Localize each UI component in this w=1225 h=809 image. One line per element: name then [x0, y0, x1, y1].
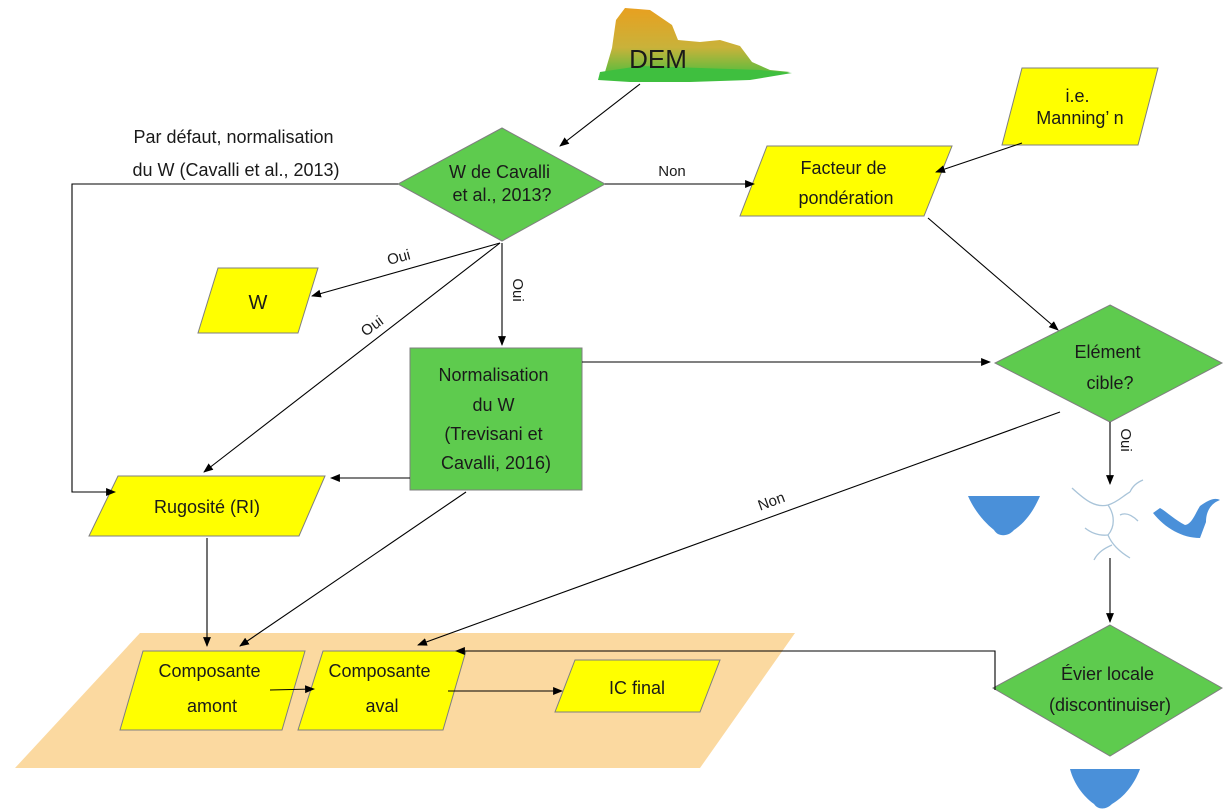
- weighting-line-2: pondération: [798, 188, 893, 208]
- w-label: W: [249, 292, 268, 314]
- downstream-line-2: aval: [365, 696, 398, 716]
- edge-target-to-downstream: [417, 411, 1061, 646]
- sink-lake-icon: [1070, 769, 1140, 809]
- target-line-2: cible?: [1086, 373, 1133, 393]
- edge-label-non-diag: Non: [756, 489, 788, 514]
- manning-line-2: Manning’ n: [1036, 108, 1123, 128]
- w-node: [197, 267, 319, 334]
- normalisation-trevisani-node: [409, 347, 583, 491]
- normalisation-line-3: (Trevisani et: [444, 424, 542, 444]
- manning-node: [1001, 67, 1159, 146]
- downstream-text: Composante aval: [328, 661, 435, 716]
- normalisation-line-1: Normalisation: [438, 365, 548, 385]
- edge-label-oui-down: Oui: [509, 278, 526, 301]
- upstream-text: Composante amont: [158, 661, 265, 716]
- cavalli-decision: [396, 127, 607, 242]
- edge-default-to-roughness: [71, 183, 398, 496]
- edge-label-oui-rough: Oui: [358, 313, 387, 340]
- target-decision-text: Elément cible?: [1074, 342, 1145, 393]
- edge-normalisation-to-upstream: [239, 491, 467, 647]
- weighting-factor-node: [739, 145, 953, 217]
- cavalli-line-1: W de Cavalli: [449, 162, 550, 182]
- edge-sink-to-downstream: [455, 647, 996, 690]
- manning-text: i.e. Manning’ n: [1036, 86, 1123, 128]
- local-sink-text: Évier locale (discontinuiser): [1049, 664, 1171, 715]
- edge-cavalli-to-roughness: [203, 242, 501, 473]
- roughness-label: Rugosité (RI): [154, 497, 260, 517]
- weighting-factor-text: Facteur de pondération: [798, 158, 893, 208]
- manning-line-1: i.e.: [1065, 86, 1089, 106]
- edge-cavalli-to-w: [311, 242, 501, 298]
- upstream-component-node: [119, 650, 306, 731]
- local-sink-line-1: Évier locale: [1061, 664, 1154, 684]
- weighting-line-1: Facteur de: [800, 158, 886, 178]
- default-note-text: Par défaut, normalisation du W (Cavalli …: [132, 127, 339, 180]
- edge-label-non-top: Non: [658, 163, 686, 180]
- dem-terrain-icon: [598, 8, 792, 82]
- local-sink-node: [991, 624, 1223, 757]
- river-network-icon: [1071, 479, 1144, 561]
- upstream-line-1: Composante: [158, 661, 260, 681]
- default-note-line-1: Par défaut, normalisation: [133, 127, 333, 147]
- target-line-1: Elément: [1074, 342, 1140, 362]
- edge-label-oui-w: Oui: [385, 246, 412, 268]
- downstream-component-node: [297, 650, 467, 731]
- ic-final-label: IC final: [609, 678, 665, 698]
- edge-upstream-to-downstream: [269, 685, 315, 694]
- downstream-line-1: Composante: [328, 661, 430, 681]
- edge-weighting-to-target: [927, 217, 1059, 331]
- edge-dem-to-cavalli: [559, 83, 641, 147]
- normalisation-line-4: Cavalli, 2016): [441, 453, 551, 473]
- dem-label: DEM: [629, 44, 687, 74]
- river-channel-icon: [1153, 498, 1220, 538]
- edge-manning-to-weighting: [935, 142, 1023, 173]
- normalisation-line-2: du W: [472, 395, 514, 415]
- edge-label-oui-target: Oui: [1117, 428, 1134, 451]
- cavalli-line-2: et al., 2013?: [452, 185, 551, 205]
- lake-icon: [968, 496, 1040, 536]
- local-sink-line-2: (discontinuiser): [1049, 695, 1171, 715]
- roughness-node: [88, 475, 326, 537]
- target-element-decision: [993, 304, 1224, 423]
- default-note-line-2: du W (Cavalli et al., 2013): [132, 160, 339, 180]
- upstream-line-2: amont: [187, 696, 237, 716]
- normalisation-text: Normalisation du W (Trevisani et Cavalli…: [438, 365, 553, 473]
- cavalli-decision-text: W de Cavalli et al., 2013?: [449, 162, 555, 205]
